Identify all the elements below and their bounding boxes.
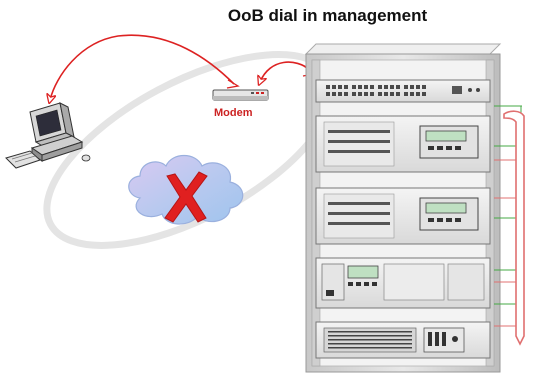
modem-icon (212, 89, 269, 101)
connection-arrow-icon (50, 34, 316, 100)
cable-bundle (494, 105, 525, 346)
switch-icon (315, 79, 491, 103)
computer-icon (5, 102, 91, 169)
diagram-title: OoB dial in management (227, 6, 428, 25)
modem-label: Modem (214, 107, 253, 119)
blocked-x-icon (164, 171, 208, 223)
server-rack-icon (304, 43, 502, 373)
